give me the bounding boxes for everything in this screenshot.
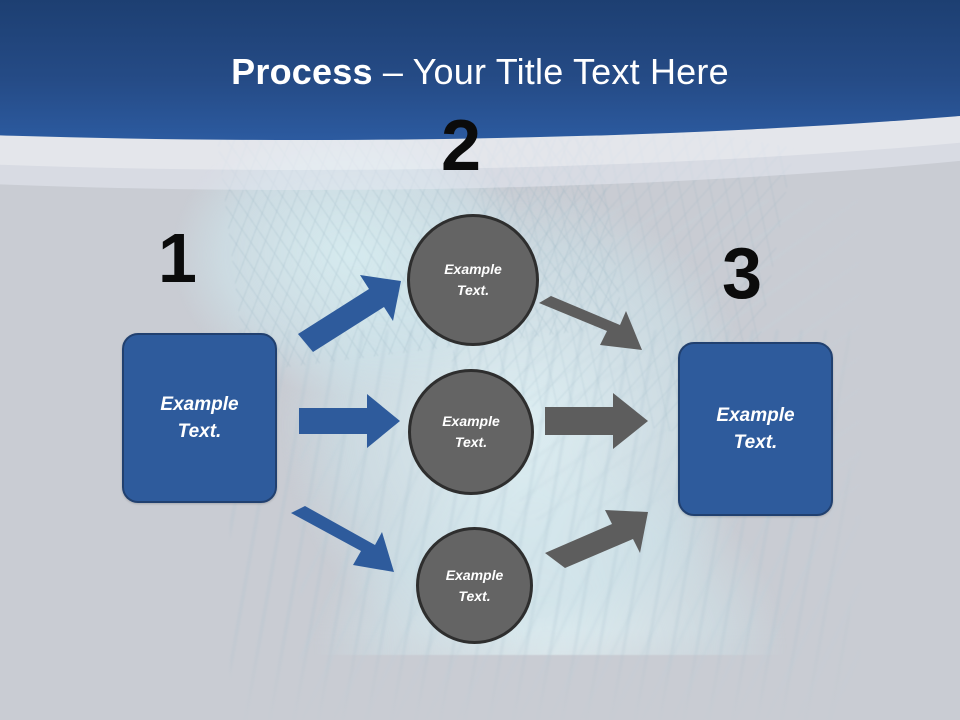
process-circle-middle[interactable]: Example Text. [408, 369, 534, 495]
arrow-start-to-circle-bottom[interactable] [291, 506, 394, 572]
process-end-box[interactable]: Example Text. [678, 342, 833, 516]
process-circle-middle-line1: Example [442, 413, 500, 429]
page-title-bold: Process [231, 51, 373, 92]
arrow-start-to-circle-top[interactable] [298, 275, 401, 352]
arrow-start-to-circle-middle[interactable] [299, 394, 400, 448]
process-end-box-line1: Example [716, 405, 795, 426]
header-banner [0, 0, 960, 200]
process-start-box-line1: Example [160, 394, 239, 415]
process-circle-bottom[interactable]: Example Text. [416, 527, 533, 644]
process-end-box-line2: Text. [733, 432, 778, 453]
arrow-circle-bottom-to-end[interactable] [545, 510, 648, 568]
process-circle-top-line2: Text. [456, 282, 490, 298]
step-number-3: 3 [722, 234, 763, 314]
process-start-box-line2: Text. [177, 421, 222, 442]
header-blue-fill [0, 0, 960, 140]
process-circle-middle-line2: Text. [454, 434, 488, 450]
process-circle-bottom-line2: Text. [458, 587, 491, 604]
process-circle-top[interactable]: Example Text. [407, 214, 539, 346]
page-title: Process – Your Title Text Here [0, 50, 960, 94]
page-title-normal: – Your Title Text Here [372, 51, 729, 92]
process-start-box[interactable]: Example Text. [122, 333, 277, 503]
process-circle-bottom-line1: Example [445, 566, 504, 583]
process-circle-top-line1: Example [444, 261, 502, 277]
step-number-2: 2 [441, 106, 482, 186]
arrow-circle-middle-to-end[interactable] [545, 393, 648, 449]
arrow-circle-top-to-end[interactable] [539, 296, 642, 350]
step-number-1: 1 [158, 219, 197, 297]
